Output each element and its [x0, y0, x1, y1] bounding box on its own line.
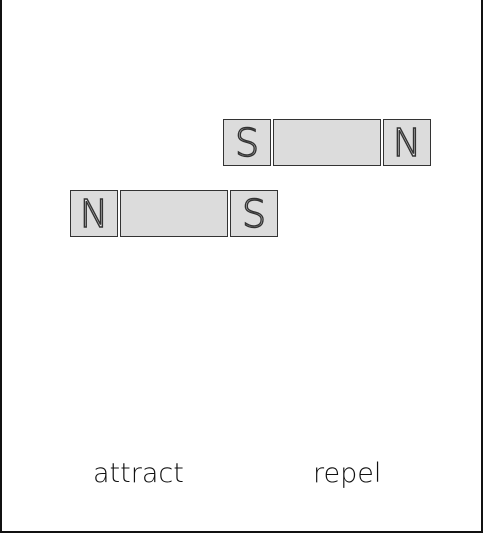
magnet-bottom-body: [120, 190, 228, 237]
magnet-top-right-pole-label: N: [392, 120, 422, 165]
magnet-bottom-right-pole-label: S: [241, 191, 267, 236]
magnet-top-body: [273, 119, 381, 166]
repel-label[interactable]: repel: [313, 458, 382, 489]
magnet-top-left-pole-label: S: [234, 120, 260, 165]
magnet-top-left-pole: S: [223, 119, 271, 166]
attract-label[interactable]: attract: [93, 458, 184, 489]
magnet-bottom-left-pole: N: [70, 190, 118, 237]
magnet-bottom-left-pole-label: N: [79, 191, 109, 236]
magnet-top[interactable]: S N: [223, 119, 431, 166]
magnet-top-right-pole: N: [383, 119, 431, 166]
magnet-bottom-right-pole: S: [230, 190, 278, 237]
magnet-bottom[interactable]: N S: [70, 190, 278, 237]
